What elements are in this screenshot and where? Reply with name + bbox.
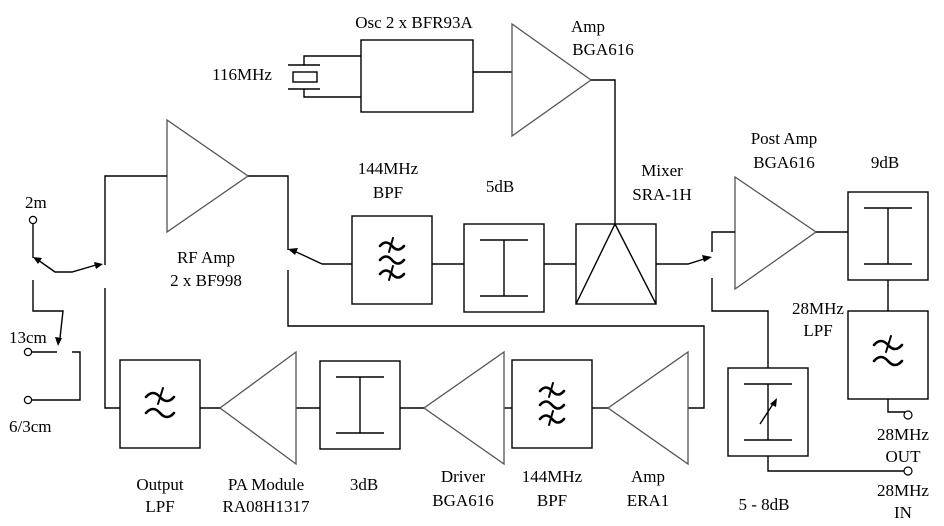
bandpass-filter-icon [378, 237, 406, 281]
driver-label-1: Driver [440, 467, 486, 486]
rx-bpf-block [351, 215, 433, 305]
post-amp-label-2: BGA616 [753, 153, 815, 172]
tx-bpf-label-1: 144MHz [521, 467, 583, 486]
relay-arrow-13cm [55, 337, 62, 346]
terminal-13cm[interactable] [23, 347, 33, 357]
terminal-2m[interactable] [28, 215, 38, 225]
port-13cm-label: 13cm [9, 328, 47, 347]
variable-attenuator-icon [744, 383, 792, 441]
terminal-6-3cm[interactable] [23, 395, 33, 405]
post-amp-label-1: Post Amp [750, 129, 818, 148]
wire-tx-loop [287, 270, 705, 409]
wire-switch-to-rfamp [104, 175, 167, 265]
mixer-block [575, 223, 657, 305]
relay-arrow-mixer [702, 255, 712, 262]
terminal-28mhz-out[interactable] [903, 410, 913, 420]
tx-att-3db-label: 3dB [349, 475, 379, 494]
bandpass-filter-icon [538, 382, 566, 426]
tx-driver-triangle [422, 350, 505, 466]
wire-relay-to-postamp [711, 231, 735, 252]
relay-rx-bpf [288, 248, 323, 265]
in-label-2: IN [894, 503, 912, 522]
oscillator-block [360, 39, 474, 113]
rx-lpf-label-1: 28MHz [792, 299, 844, 318]
rf-amp-triangle [166, 118, 250, 234]
wire-relay2 [32, 280, 64, 339]
post-amp-triangle [734, 175, 818, 291]
rx-bpf-label-2: BPF [372, 183, 404, 202]
wire-varatt-to-relay [711, 278, 769, 368]
out-label-2: OUT [885, 447, 921, 466]
lo-amp-label-2: BGA616 [572, 40, 634, 59]
rx-lpf-label-2: LPF [803, 321, 833, 340]
mixer-label-1: Mixer [641, 161, 683, 180]
wire-lo-to-mixer [591, 79, 616, 224]
in-label-1: 28MHz [877, 481, 929, 500]
mixer-label-2: SRA-1H [632, 185, 692, 204]
attenuator-icon [480, 239, 528, 297]
tx-amp-label-1: Amp [631, 467, 665, 486]
crystal-label: 116MHz [212, 65, 272, 84]
pa-label-1: PA Module [227, 475, 305, 494]
output-lpf-label-2: LPF [145, 497, 175, 516]
tx-varatt-label: 5 - 8dB [738, 495, 790, 514]
tx-amp-era1-triangle [606, 350, 689, 466]
pa-label-2: RA08H1317 [222, 497, 310, 516]
oscillator-label: Osc 2 x BFR93A [355, 13, 473, 32]
lowpass-filter-icon [872, 335, 904, 367]
rx-att-5db-label: 5dB [485, 177, 515, 196]
wire-6-3cm [32, 351, 81, 401]
tx-amp-label-2: ERA1 [626, 491, 670, 510]
mixer-icon [575, 222, 657, 305]
port-2m-label: 2m [25, 193, 47, 212]
wire-lpf-to-out [887, 399, 905, 413]
rx-att-9db-label: 9dB [870, 153, 900, 172]
output-lpf-label-1: Output [136, 475, 184, 494]
lo-amp-triangle [511, 22, 593, 138]
out-label-1: 28MHz [877, 425, 929, 444]
port-6-3cm-label: 6/3cm [9, 417, 52, 436]
crystal-icon [288, 55, 361, 98]
rf-amp-label-2: 2 x BF998 [170, 271, 242, 290]
lo-amp-label-1: Amp [571, 17, 605, 36]
rf-amp-label-1: RF Amp [176, 248, 236, 267]
lowpass-filter-icon [144, 387, 176, 419]
pa-module-triangle [218, 350, 297, 466]
wire-mixer-out [656, 258, 705, 265]
wire-rfamp-out [248, 175, 289, 250]
attenuator-icon [864, 207, 912, 265]
relay-antenna-select [33, 257, 103, 273]
driver-label-2: BGA616 [432, 491, 494, 510]
tx-bpf-label-2: BPF [536, 491, 568, 510]
rx-lpf-28mhz-block [847, 310, 929, 400]
rx-bpf-label-1: 144MHz [357, 159, 419, 178]
wire-in-to-varatt [767, 456, 904, 472]
attenuator-icon [336, 376, 384, 434]
wire-lpf-to-switch [104, 288, 120, 409]
output-lpf-block [119, 359, 201, 449]
